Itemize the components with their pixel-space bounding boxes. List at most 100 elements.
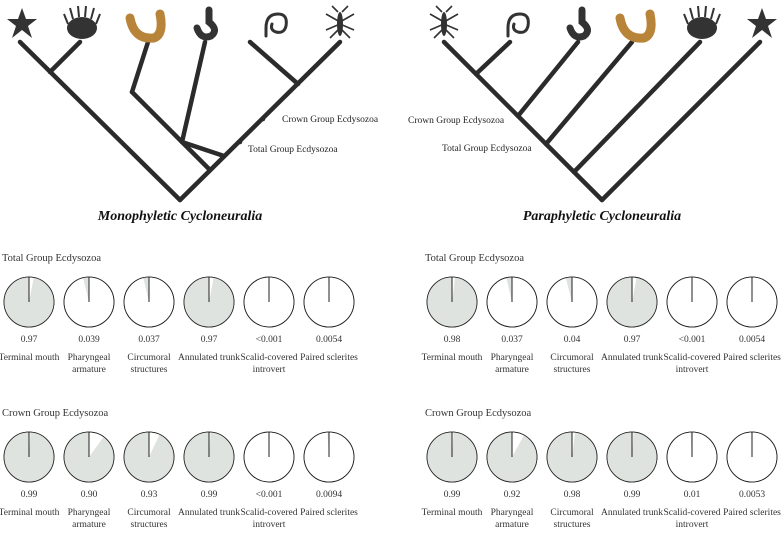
pie-chart: [122, 275, 176, 329]
spiral-worm-icon: [508, 14, 528, 36]
pie-chart: [485, 275, 539, 329]
larva-icon: [620, 14, 651, 38]
probability-value: 0.04: [539, 335, 605, 345]
tree-title: Monophyletic Cycloneuralia: [97, 209, 263, 224]
pie-chart: [665, 430, 719, 484]
pie-chart: [725, 430, 779, 484]
probability-value: 0.97: [0, 335, 62, 345]
pie-chart: [302, 430, 356, 484]
probability-value: 0.99: [176, 490, 242, 500]
spiral-worm-icon: [266, 14, 286, 36]
character-label: Paired sclerites: [713, 352, 784, 364]
pie-chart: [665, 275, 719, 329]
pie-chart: [605, 275, 659, 329]
probability-value: 0.0053: [719, 490, 784, 500]
pie-chart: [242, 275, 296, 329]
probability-value: <0.001: [236, 335, 302, 345]
probability-value: 0.98: [419, 335, 485, 345]
worm-icon: [197, 10, 215, 37]
panel-title: Total Group Ecdysozoa: [425, 253, 524, 264]
tree-title: Paraphyletic Cycloneuralia: [523, 209, 681, 224]
panel-title: Crown Group Ecdysozoa: [2, 408, 108, 419]
urchin-icon: [64, 6, 100, 39]
probability-value: 0.039: [56, 335, 122, 345]
pie-chart: [242, 430, 296, 484]
insect-icon: [430, 6, 458, 38]
probability-value: 0.97: [176, 335, 242, 345]
total-group-label: Total Group Ecdysozoa: [248, 145, 338, 155]
insect-icon: [326, 6, 354, 38]
pie-chart: [425, 430, 479, 484]
probability-value: 0.90: [56, 490, 122, 500]
phylogeny-figure: Monophyletic Cycloneuralia Crown Group E…: [0, 0, 784, 230]
character-label: Paired sclerites: [290, 352, 368, 364]
probability-value: 0.97: [599, 335, 665, 345]
starfish-icon: [7, 8, 37, 38]
worm-icon: [570, 10, 588, 37]
panel-title: Total Group Ecdysozoa: [2, 253, 101, 264]
pie-chart: [545, 430, 599, 484]
pie-chart: [425, 275, 479, 329]
pie-chart: [302, 275, 356, 329]
crown-group-label: Crown Group Ecdysozoa: [282, 115, 379, 125]
pie-chart: [122, 430, 176, 484]
pie-chart: [2, 275, 56, 329]
pie-chart: [545, 275, 599, 329]
probability-value: 0.0054: [296, 335, 362, 345]
probability-value: <0.001: [659, 335, 725, 345]
pie-chart: [62, 275, 116, 329]
tree-monophyletic: Monophyletic Cycloneuralia Crown Group E…: [7, 6, 379, 224]
probability-value: 0.99: [419, 490, 485, 500]
probability-value: 0.0094: [296, 490, 362, 500]
probability-value: 0.98: [539, 490, 605, 500]
pie-chart: [725, 275, 779, 329]
probability-value: 0.92: [479, 490, 545, 500]
probability-value: 0.99: [599, 490, 665, 500]
pie-chart: [62, 430, 116, 484]
pie-chart: [182, 430, 236, 484]
probability-value: <0.001: [236, 490, 302, 500]
tree-paraphyletic: Paraphyletic Cycloneuralia Crown Group E…: [408, 6, 777, 224]
crown-group-label: Crown Group Ecdysozoa: [408, 116, 505, 126]
probability-value: 0.037: [116, 335, 182, 345]
pie-chart: [485, 430, 539, 484]
probability-value: 0.93: [116, 490, 182, 500]
panel-title: Crown Group Ecdysozoa: [425, 408, 531, 419]
pie-chart: [605, 430, 659, 484]
larva-icon: [130, 14, 161, 38]
total-group-label: Total Group Ecdysozoa: [442, 144, 532, 154]
pie-chart: [2, 430, 56, 484]
character-label: Paired sclerites: [713, 507, 784, 519]
probability-value: 0.01: [659, 490, 725, 500]
probability-value: 0.0054: [719, 335, 784, 345]
character-label: Paired sclerites: [290, 507, 368, 519]
starfish-icon: [747, 8, 777, 38]
probability-value: 0.037: [479, 335, 545, 345]
urchin-icon: [684, 6, 720, 39]
